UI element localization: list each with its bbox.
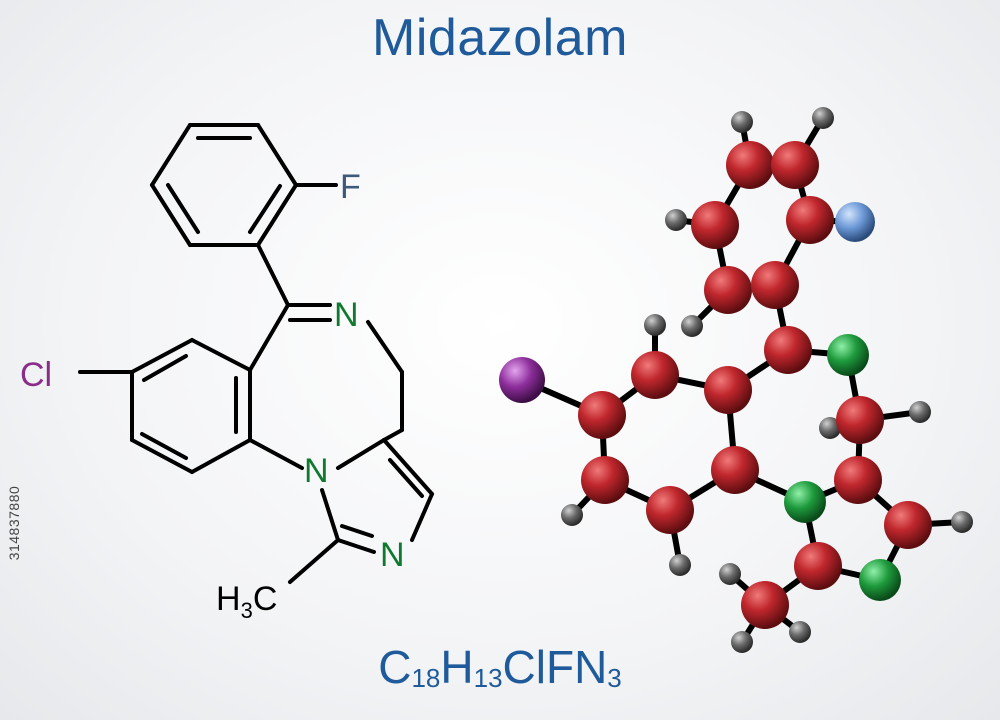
imidazole-nitrogen-label-2: N — [380, 536, 405, 574]
hydrogen-atom — [669, 554, 691, 576]
carbon-atom — [711, 446, 759, 494]
hydrogen-atom — [561, 504, 583, 526]
carbon-atom — [646, 486, 694, 534]
bond-lines — [78, 123, 434, 584]
fluorine-atom — [835, 202, 875, 242]
page-title: Midazolam — [372, 9, 628, 67]
hydrogen-atom — [665, 209, 687, 231]
carbon-atom — [631, 351, 679, 399]
methyl-label: H3C — [216, 580, 277, 623]
carbon-atom — [581, 456, 629, 504]
hydrogen-atom — [819, 417, 841, 439]
hydrogen-atom — [644, 314, 666, 336]
imine-nitrogen-label: N — [334, 296, 359, 334]
molecular-formula: C18H13ClFN3 — [378, 641, 622, 693]
hydrogen-atom — [719, 563, 741, 585]
carbon-atom — [794, 542, 842, 590]
carbon-atom — [884, 501, 932, 549]
hydrogen-atom — [909, 401, 931, 423]
carbon-atom — [771, 141, 819, 189]
carbon-atom — [834, 456, 882, 504]
chlorine-atom — [499, 357, 545, 403]
hydrogen-atom — [731, 111, 753, 133]
imidazole-nitrogen-label-1: N — [304, 452, 329, 490]
model-atoms — [499, 107, 973, 653]
carbon-atom — [726, 141, 774, 189]
nitrogen-atom — [859, 559, 901, 601]
hydrogen-atom — [681, 315, 703, 337]
chlorine-label: Cl — [20, 356, 52, 394]
carbon-atom — [751, 261, 799, 309]
fluorine-label: F — [340, 168, 361, 206]
carbon-atom — [704, 366, 752, 414]
carbon-atom — [578, 391, 626, 439]
carbon-atom — [786, 196, 834, 244]
carbon-atom — [741, 581, 789, 629]
carbon-atom — [764, 326, 812, 374]
stock-image-id: 314837880 — [6, 485, 22, 561]
hydrogen-atom — [789, 621, 811, 643]
carbon-atom — [704, 266, 752, 314]
hydrogen-atom — [951, 511, 973, 533]
carbon-atom — [836, 396, 884, 444]
hydrogen-atom — [812, 107, 834, 129]
nitrogen-atom — [827, 334, 869, 376]
hydrogen-atom — [731, 631, 753, 653]
nitrogen-atom — [784, 481, 826, 523]
carbon-atom — [691, 201, 739, 249]
